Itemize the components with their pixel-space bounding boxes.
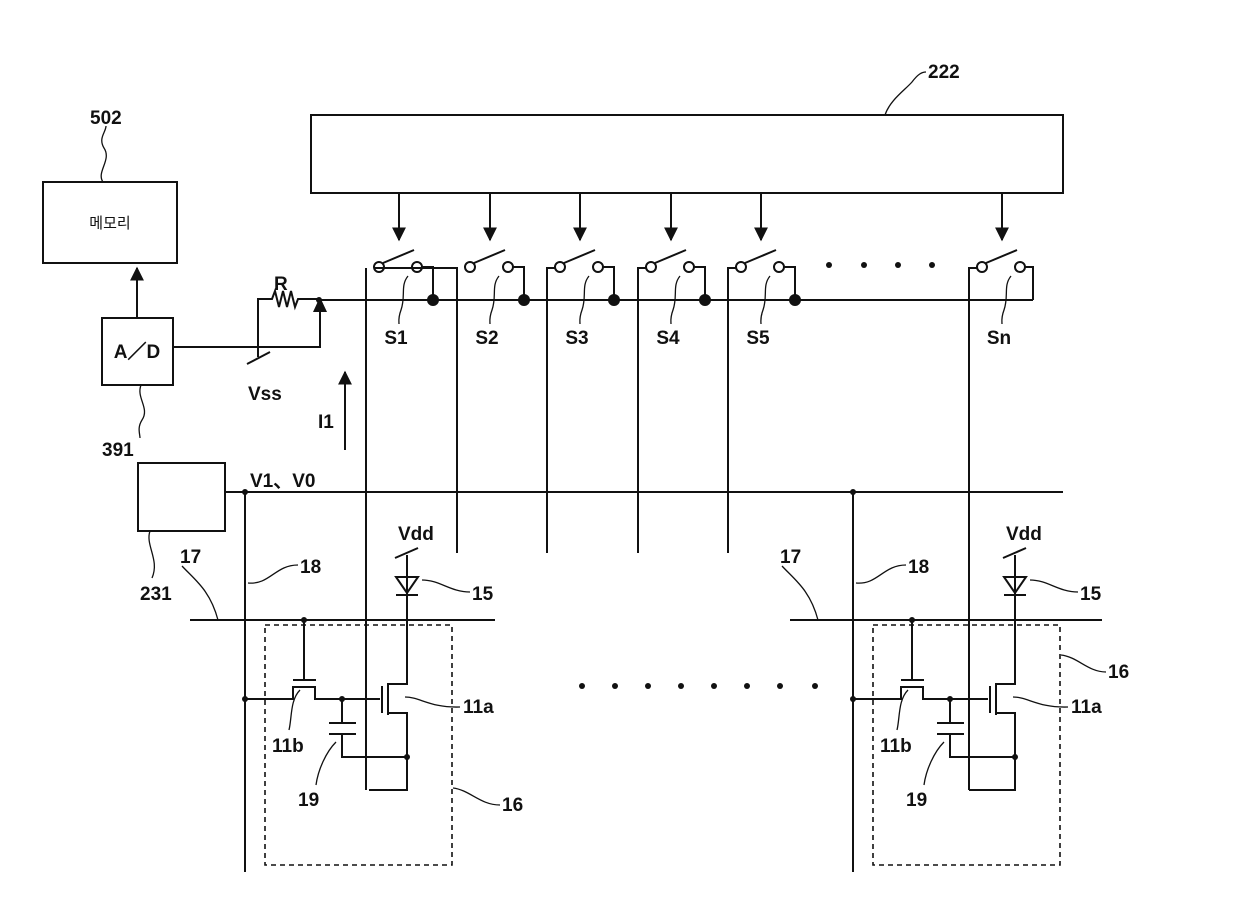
svg-text:19: 19 xyxy=(298,790,319,811)
switch-s3: S3 xyxy=(555,193,620,349)
svg-text:17: 17 xyxy=(180,547,201,568)
switch-label: S4 xyxy=(656,328,680,349)
driver-block: 222 xyxy=(311,62,1063,193)
svg-text:R: R xyxy=(274,274,288,295)
switch-label: S5 xyxy=(746,328,770,349)
pixel-ellipsis xyxy=(579,683,818,689)
svg-text:18: 18 xyxy=(908,557,929,578)
svg-text:11b: 11b xyxy=(880,736,912,757)
switch-sn: Sn xyxy=(977,193,1033,349)
svg-text:222: 222 xyxy=(928,62,960,83)
svg-text:19: 19 xyxy=(906,790,927,811)
svg-text:17: 17 xyxy=(780,547,801,568)
adc-ref-label: 391 xyxy=(102,440,134,461)
svg-text:15: 15 xyxy=(1080,584,1102,605)
svg-text:18: 18 xyxy=(300,557,321,578)
svg-text:11b: 11b xyxy=(272,736,304,757)
memory-ref-label: 502 xyxy=(90,108,122,129)
svg-text:15: 15 xyxy=(472,584,494,605)
svg-text:메모리: 메모리 xyxy=(89,214,130,232)
svg-text:16: 16 xyxy=(1108,662,1129,683)
switch-label: S2 xyxy=(475,328,498,349)
svg-text:11a: 11a xyxy=(463,697,494,718)
switch-s4: S4 xyxy=(646,193,711,349)
svg-text:16: 16 xyxy=(502,795,523,816)
svg-text:Vdd: Vdd xyxy=(1006,524,1042,545)
ellipsis-dots xyxy=(826,262,935,268)
voltage-supply: V1、V0 231 xyxy=(138,463,1063,605)
svg-text:Vdd: Vdd xyxy=(398,524,434,545)
memory-block: 메모리 502 xyxy=(43,108,177,263)
switch-s5: S5 xyxy=(736,193,801,349)
switch-label: S3 xyxy=(565,328,588,349)
switch-label: S1 xyxy=(384,328,408,349)
svg-text:Vss: Vss xyxy=(248,384,282,405)
svg-text:231: 231 xyxy=(140,584,172,605)
svg-text:11a: 11a xyxy=(1071,697,1102,718)
adc-block: A／D 391 xyxy=(102,268,173,461)
svg-text:A／D: A／D xyxy=(114,340,160,363)
pixel-circuit-left: Vdd 18 17 15 11a 11b 19 16 xyxy=(180,492,523,872)
pixel-circuit-right: Vdd 18 17 15 11a 11b 19 16 xyxy=(780,492,1129,872)
svg-text:I1: I1 xyxy=(318,412,334,433)
switch-label: Sn xyxy=(987,328,1011,349)
switch-s1: S1 xyxy=(374,193,439,349)
svg-text:V1、V0: V1、V0 xyxy=(250,471,315,492)
switch-s2: S2 xyxy=(465,193,530,349)
